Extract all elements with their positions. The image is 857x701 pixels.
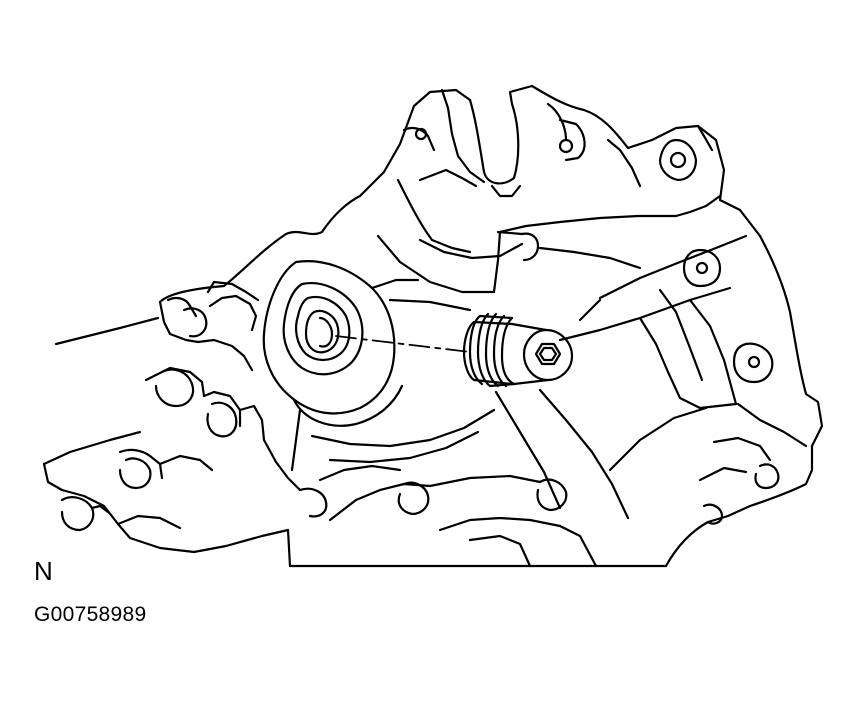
view-label: N xyxy=(34,556,53,586)
screw-plug xyxy=(462,312,574,388)
left-side-components xyxy=(60,280,598,568)
upper-lug-details xyxy=(396,88,722,254)
bearing-boss xyxy=(262,260,472,472)
housing-ribs xyxy=(376,214,808,525)
housing-outline xyxy=(42,84,824,568)
alignment-centerline xyxy=(335,335,471,353)
figure-id: G00758989 xyxy=(34,603,147,626)
